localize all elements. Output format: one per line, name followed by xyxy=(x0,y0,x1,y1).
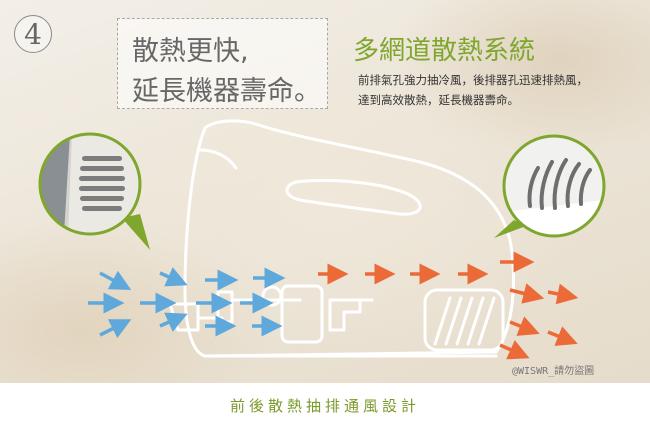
heading-line-1: 散熱更快, xyxy=(132,36,249,67)
mixer-airflow-diagram xyxy=(38,119,606,360)
heading-box: 散熱更快, 延長機器壽命。 xyxy=(117,18,328,109)
blue-arrow-1 xyxy=(99,270,132,291)
step-number-badge: 4 xyxy=(14,15,52,53)
orange-arrow-6 xyxy=(509,283,545,304)
orange-arrow-9 xyxy=(547,326,578,346)
watermark: @WISWR_請勿盜圖 xyxy=(512,366,595,377)
blue-arrow-2 xyxy=(159,267,188,287)
orange-arrow-10 xyxy=(499,340,530,360)
caption: 前後散熱抽排通風設計 xyxy=(229,397,420,415)
orange-arrow-8 xyxy=(509,316,540,336)
description-line-1: 前排氣孔強力抽冷風，後排器孔迅速排熱風， xyxy=(358,73,588,87)
front-vent-zoom-callout xyxy=(38,132,150,250)
hand-mixer-outline xyxy=(168,119,516,358)
footer-bar xyxy=(0,383,650,424)
front-vent-slot-icons xyxy=(79,156,125,211)
feature-subtitle: 多網道散熱系統 xyxy=(353,36,536,66)
rear-vent-slots xyxy=(433,296,496,346)
orange-arrow-7 xyxy=(547,283,579,305)
heading-line-2: 延長機器壽命。 xyxy=(132,76,321,107)
description-line-2: 達到高效散熱，延長機器壽命。 xyxy=(358,93,519,107)
rear-vent-zoom-callout xyxy=(494,134,606,238)
blue-arrow-9 xyxy=(99,319,132,339)
step-number: 4 xyxy=(24,17,42,51)
hot-air-exhaust-arrows xyxy=(318,251,579,360)
cool-air-intake-arrows xyxy=(88,267,286,339)
rear-vent-slot-icons xyxy=(527,158,592,210)
blue-arrow-10 xyxy=(159,312,188,332)
